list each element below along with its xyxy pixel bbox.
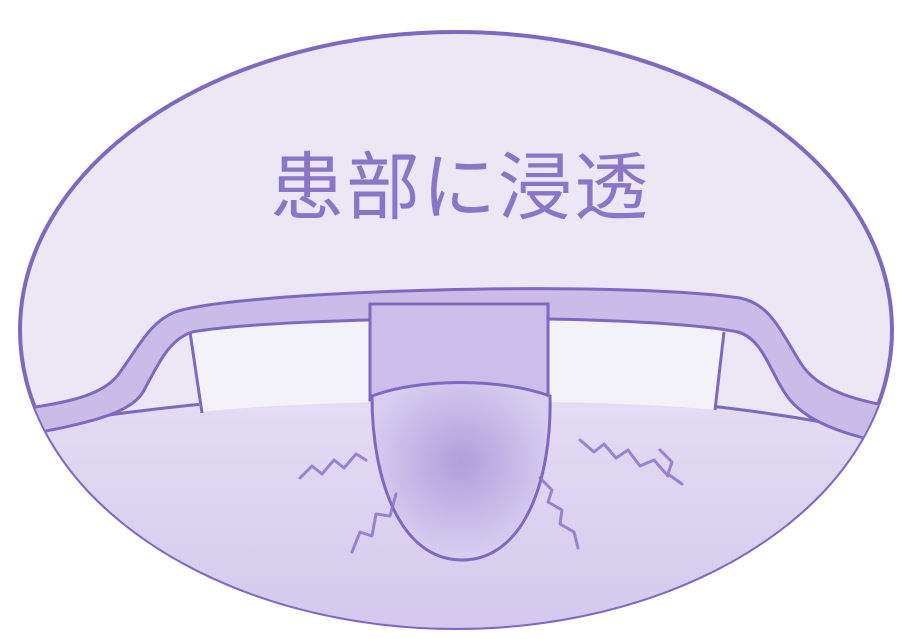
squiggle-right-far xyxy=(658,448,684,486)
penetration-arrows xyxy=(298,438,684,554)
diagram-title: 患部に浸透 xyxy=(270,145,650,231)
pad-right-edge xyxy=(713,331,726,411)
patch-band xyxy=(20,287,892,450)
squiggle-right-lower xyxy=(538,476,580,550)
squiggle-left-lower xyxy=(350,492,398,554)
squiggle-left-upper xyxy=(298,452,368,480)
pad-left-edge xyxy=(188,331,204,414)
squiggle-right-upper xyxy=(578,438,670,478)
